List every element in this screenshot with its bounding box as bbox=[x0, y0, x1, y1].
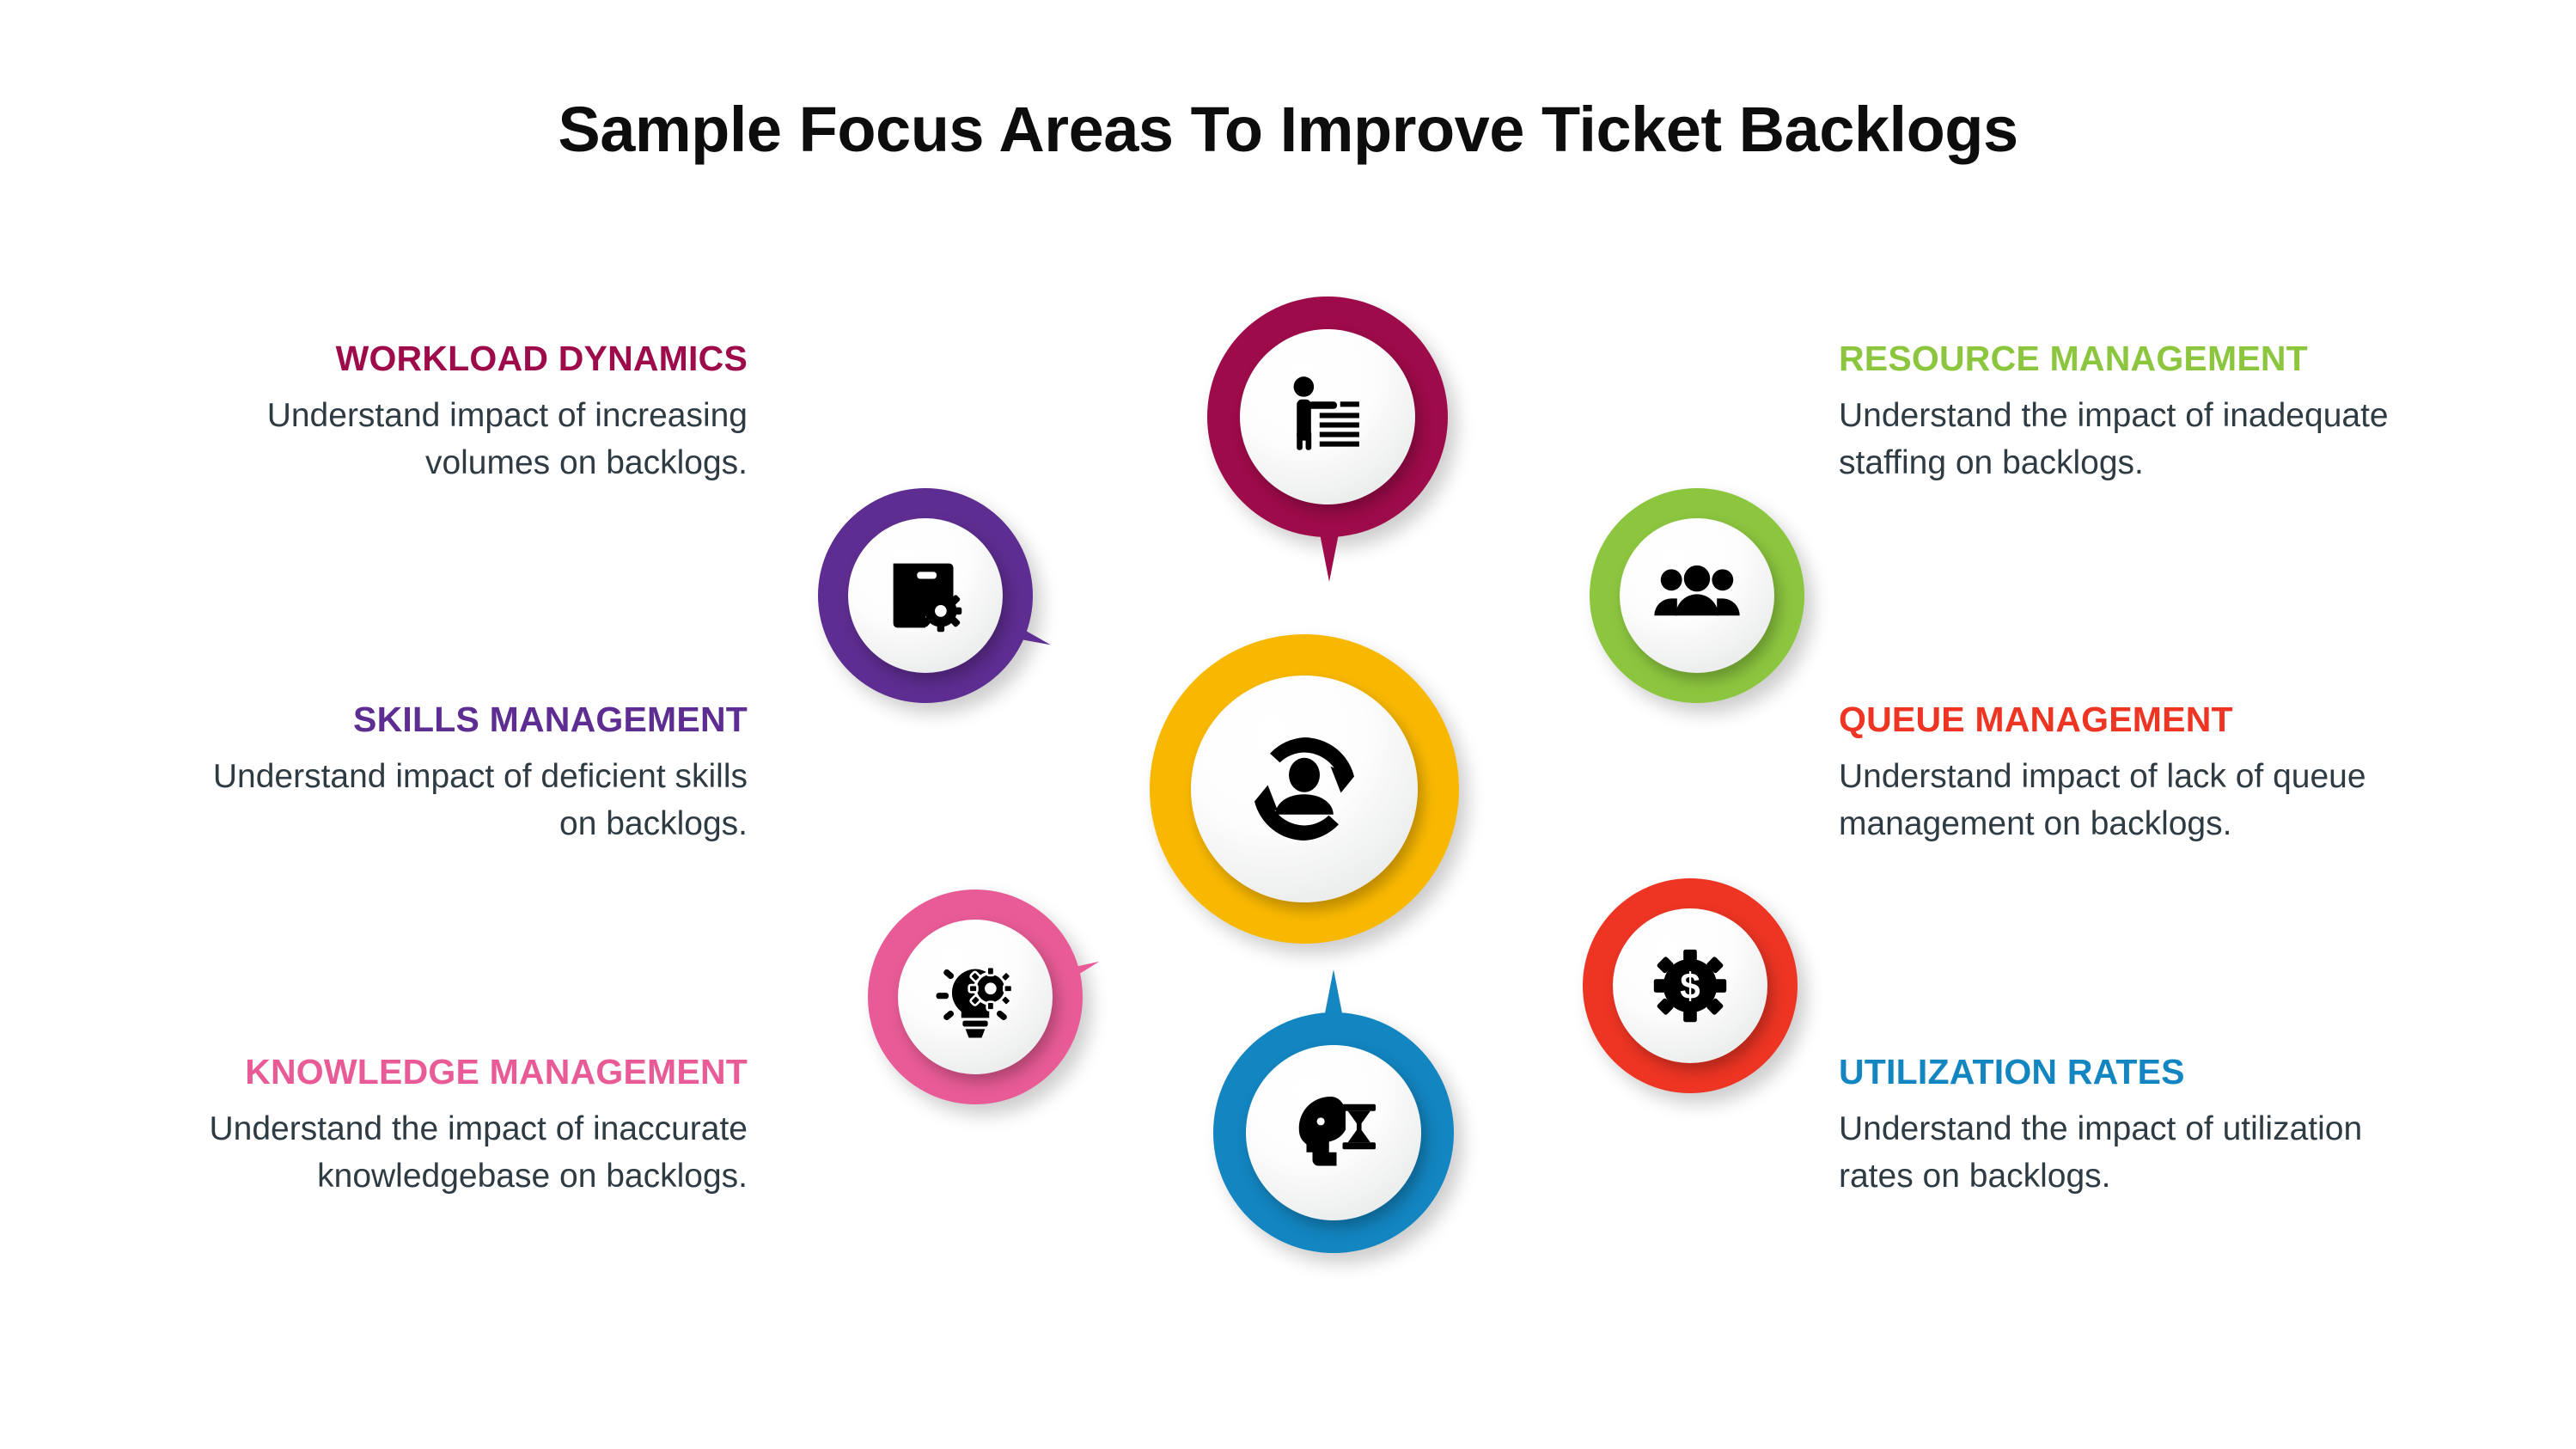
node-skills-management[interactable] bbox=[818, 488, 1110, 703]
body-resource-management: Understand the impact of inadequate staf… bbox=[1839, 396, 2389, 481]
body-knowledge-management: Understand the impact of inaccurate know… bbox=[209, 1110, 748, 1195]
svg-text:$: $ bbox=[1680, 966, 1700, 1006]
body-workload-dynamics: Understand impact of increasing volumes … bbox=[266, 396, 748, 481]
document-gear-icon bbox=[848, 518, 1003, 673]
page-title: Sample Focus Areas To Improve Ticket Bac… bbox=[558, 94, 2018, 165]
heading-knowledge-management: KNOWLEDGE MANAGEMENT bbox=[245, 1052, 748, 1091]
text-block-workload-dynamics: WORKLOAD DYNAMICS Understand impact of i… bbox=[198, 339, 748, 486]
text-block-resource-management: RESOURCE MANAGEMENT Understand the impac… bbox=[1839, 339, 2389, 486]
text-block-knowledge-management: KNOWLEDGE MANAGEMENT Understand the impa… bbox=[176, 1052, 748, 1200]
heading-resource-management: RESOURCE MANAGEMENT bbox=[1839, 339, 2308, 378]
node-workload-dynamics[interactable] bbox=[1207, 297, 1448, 582]
node-resource-management[interactable] bbox=[1512, 488, 1804, 703]
node-knowledge-management[interactable] bbox=[868, 890, 1160, 1104]
body-utilization-rates: Understand the impact of utilization rat… bbox=[1839, 1110, 2363, 1195]
heading-skills-management: SKILLS MANAGEMENT bbox=[353, 700, 748, 739]
body-skills-management: Understand impact of deficient skills on… bbox=[212, 757, 748, 842]
heading-queue-management: QUEUE MANAGEMENT bbox=[1839, 700, 2233, 739]
people-group-icon bbox=[1620, 518, 1774, 673]
head-hourglass-icon bbox=[1246, 1045, 1421, 1220]
text-block-skills-management: SKILLS MANAGEMENT Understand impact of d… bbox=[198, 700, 748, 847]
person-presenting-list-icon bbox=[1240, 329, 1415, 504]
text-block-queue-management: QUEUE MANAGEMENT Understand impact of la… bbox=[1839, 700, 2389, 847]
node-center-hub[interactable] bbox=[1150, 634, 1459, 944]
text-block-utilization-rates: UTILIZATION RATES Understand the impact … bbox=[1839, 1052, 2389, 1200]
heading-utilization-rates: UTILIZATION RATES bbox=[1839, 1052, 2185, 1091]
node-queue-management[interactable]: $ bbox=[1505, 878, 1798, 1093]
user-refresh-cycle-icon bbox=[1191, 676, 1418, 902]
dollar-gear-icon: $ bbox=[1613, 908, 1767, 1063]
body-queue-management: Understand impact of lack of queue manag… bbox=[1839, 757, 2366, 842]
heading-workload-dynamics: WORKLOAD DYNAMICS bbox=[335, 339, 748, 378]
lightbulb-gear-icon bbox=[898, 920, 1053, 1074]
node-utilization-rates[interactable] bbox=[1213, 969, 1454, 1253]
